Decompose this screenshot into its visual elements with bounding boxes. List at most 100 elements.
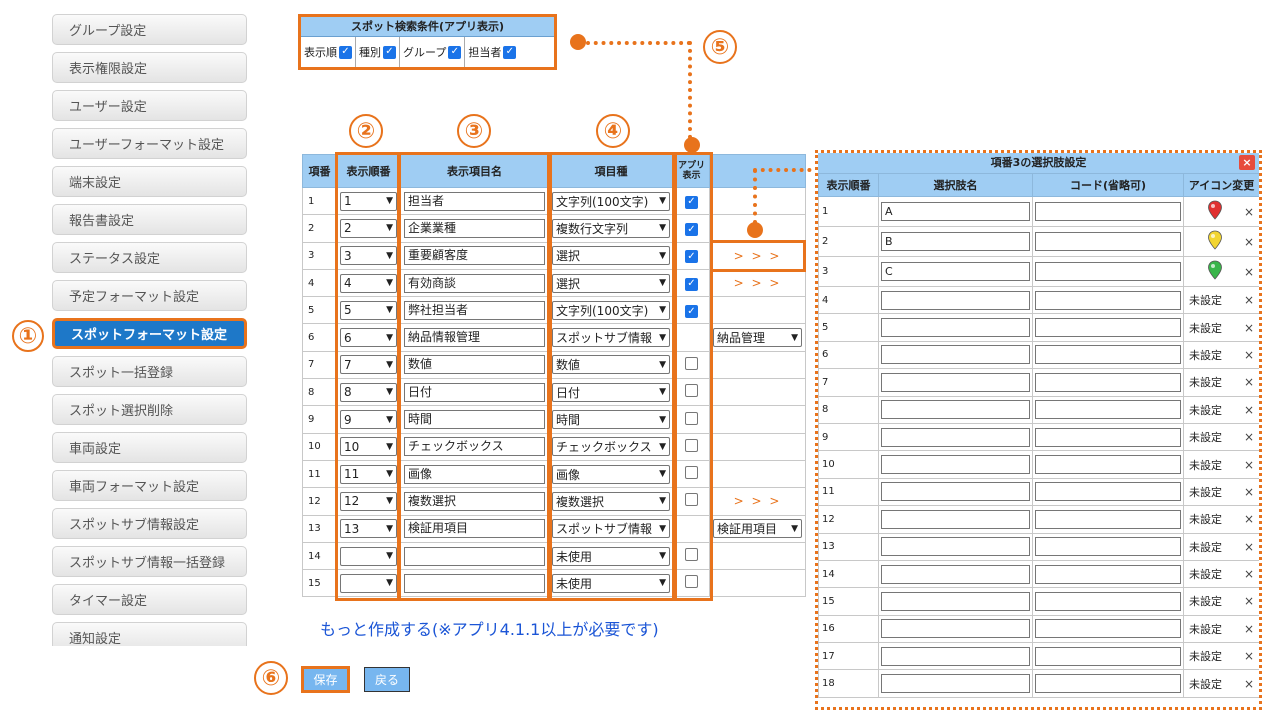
unset-label[interactable]: 未設定 <box>1189 622 1222 636</box>
remove-icon[interactable]: × <box>1243 594 1254 609</box>
back-button[interactable]: 戻る <box>364 667 410 692</box>
item-type-select[interactable]: 画像▼ <box>552 464 670 484</box>
order-select[interactable]: 10▼ <box>340 437 397 457</box>
choice-code-input[interactable] <box>1035 345 1181 365</box>
order-select[interactable]: 5▼ <box>340 300 397 320</box>
unset-label[interactable]: 未設定 <box>1189 376 1222 390</box>
unset-label[interactable]: 未設定 <box>1189 568 1222 582</box>
sidebar-item[interactable]: ユーザーフォーマット設定 <box>52 128 247 159</box>
item-type-select[interactable]: 選択▼ <box>552 246 670 266</box>
remove-icon[interactable]: × <box>1243 375 1254 390</box>
pin-yellow-icon[interactable] <box>1207 230 1223 253</box>
order-select[interactable]: 2▼ <box>340 218 397 238</box>
item-type-select[interactable]: 数値▼ <box>552 355 670 375</box>
remove-icon[interactable]: × <box>1243 649 1254 664</box>
remove-icon[interactable]: × <box>1243 621 1254 636</box>
sub-info-select[interactable]: 納品管理▼ <box>713 328 802 348</box>
icon-change[interactable]: × <box>1186 260 1257 283</box>
remove-icon[interactable]: × <box>1243 676 1254 691</box>
item-name-input[interactable]: 画像 <box>404 464 545 484</box>
icon-change[interactable]: 未設定× <box>1186 484 1257 500</box>
remove-icon[interactable]: × <box>1243 457 1254 472</box>
create-more-link[interactable]: もっと作成する(※アプリ4.1.1以上が必要です) <box>320 620 659 639</box>
order-select[interactable]: 9▼ <box>340 410 397 430</box>
icon-change[interactable]: 未設定× <box>1186 648 1257 664</box>
unset-label[interactable]: 未設定 <box>1189 677 1222 691</box>
unset-label[interactable]: 未設定 <box>1189 348 1222 362</box>
sidebar-item[interactable]: スポットサブ情報一括登録 <box>52 546 247 577</box>
order-select[interactable]: 7▼ <box>340 355 397 375</box>
item-type-select[interactable]: スポットサブ情報▼ <box>552 519 670 539</box>
item-name-input[interactable]: 納品情報管理 <box>404 328 545 348</box>
unset-label[interactable]: 未設定 <box>1189 540 1222 554</box>
choice-settings-link[interactable]: > > > <box>733 248 782 263</box>
choice-name-input[interactable] <box>881 674 1030 694</box>
remove-icon[interactable]: × <box>1243 512 1254 527</box>
sidebar-item[interactable]: スポットサブ情報設定 <box>52 508 247 539</box>
checkbox[interactable]: ✓ <box>383 45 396 59</box>
sidebar-item[interactable]: ステータス設定 <box>52 242 247 273</box>
icon-change[interactable]: 未設定× <box>1186 566 1257 582</box>
sidebar-item[interactable]: スポット選択削除 <box>52 394 247 425</box>
order-select[interactable]: 8▼ <box>340 382 397 402</box>
app-display-checkbox[interactable] <box>685 356 698 370</box>
item-name-input[interactable]: 日付 <box>404 382 545 402</box>
order-select[interactable]: ▼ <box>340 546 397 566</box>
app-display-checkbox[interactable]: ✓ <box>685 277 698 291</box>
checkbox[interactable]: ✓ <box>448 45 462 59</box>
sidebar-item[interactable]: 車両フォーマット設定 <box>52 470 247 501</box>
icon-change[interactable]: 未設定× <box>1186 429 1257 445</box>
choice-code-input[interactable] <box>1035 646 1181 666</box>
item-name-input[interactable]: 企業業種 <box>404 218 545 238</box>
unset-label[interactable]: 未設定 <box>1189 595 1222 609</box>
app-display-checkbox[interactable] <box>685 438 698 452</box>
item-type-select[interactable]: 複数行文字列▼ <box>552 218 670 238</box>
remove-icon[interactable]: × <box>1243 234 1254 249</box>
remove-icon[interactable]: × <box>1243 204 1254 219</box>
app-display-checkbox[interactable]: ✓ <box>685 305 698 319</box>
item-name-input[interactable]: 有効商談 <box>404 273 545 293</box>
choice-code-input[interactable] <box>1035 290 1181 310</box>
save-button[interactable]: 保存 <box>301 666 350 693</box>
remove-icon[interactable]: × <box>1243 484 1254 499</box>
choice-name-input[interactable]: A <box>881 202 1030 221</box>
icon-change[interactable]: 未設定× <box>1186 402 1257 418</box>
unset-label[interactable]: 未設定 <box>1189 321 1222 335</box>
order-select[interactable]: 4▼ <box>340 273 397 293</box>
choice-code-input[interactable] <box>1035 537 1181 557</box>
icon-change[interactable]: 未設定 × <box>1186 676 1257 692</box>
item-type-select[interactable]: チェックボックス▼ <box>552 437 670 457</box>
choice-code-input[interactable] <box>1035 564 1181 584</box>
search-condition-option[interactable]: 担当者✓ <box>465 37 519 67</box>
remove-icon[interactable]: × <box>1243 293 1254 308</box>
sidebar-item[interactable]: 表示権限設定 <box>52 52 247 83</box>
search-condition-option[interactable]: 表示順✓ <box>301 37 356 67</box>
icon-change[interactable]: 未設定 × <box>1186 593 1257 609</box>
choice-name-input[interactable] <box>881 619 1030 639</box>
checkbox[interactable]: ✓ <box>339 45 352 59</box>
choice-name-input[interactable] <box>881 509 1030 529</box>
choice-code-input[interactable] <box>1035 455 1181 475</box>
icon-change[interactable]: 未設定 × <box>1186 621 1257 637</box>
unset-label[interactable]: 未設定 <box>1189 458 1222 472</box>
sidebar-item[interactable]: 報告書設定 <box>52 204 247 235</box>
icon-change[interactable]: 未設定 × <box>1186 320 1257 336</box>
item-name-input[interactable]: 時間 <box>404 410 545 430</box>
item-name-input[interactable]: 複数選択 <box>404 491 545 511</box>
choice-code-input[interactable] <box>1035 674 1181 694</box>
sidebar-item[interactable]: 通知設定 <box>52 622 247 646</box>
choice-name-input[interactable] <box>881 345 1030 365</box>
icon-change[interactable]: × <box>1186 230 1257 253</box>
item-name-input[interactable] <box>404 573 545 593</box>
icon-change[interactable]: 未設定 × <box>1186 457 1257 473</box>
icon-change[interactable]: 未設定× <box>1186 292 1257 308</box>
choice-name-input[interactable] <box>881 537 1030 557</box>
item-type-select[interactable]: 日付▼ <box>552 382 670 402</box>
remove-icon[interactable]: × <box>1243 264 1254 279</box>
order-select[interactable]: ▼ <box>340 573 397 593</box>
remove-icon[interactable]: × <box>1243 539 1254 554</box>
unset-label[interactable]: 未設定 <box>1189 403 1222 417</box>
remove-icon[interactable]: × <box>1243 320 1254 335</box>
item-name-input[interactable]: チェックボックス <box>404 437 545 457</box>
order-select[interactable]: 12▼ <box>340 491 397 511</box>
